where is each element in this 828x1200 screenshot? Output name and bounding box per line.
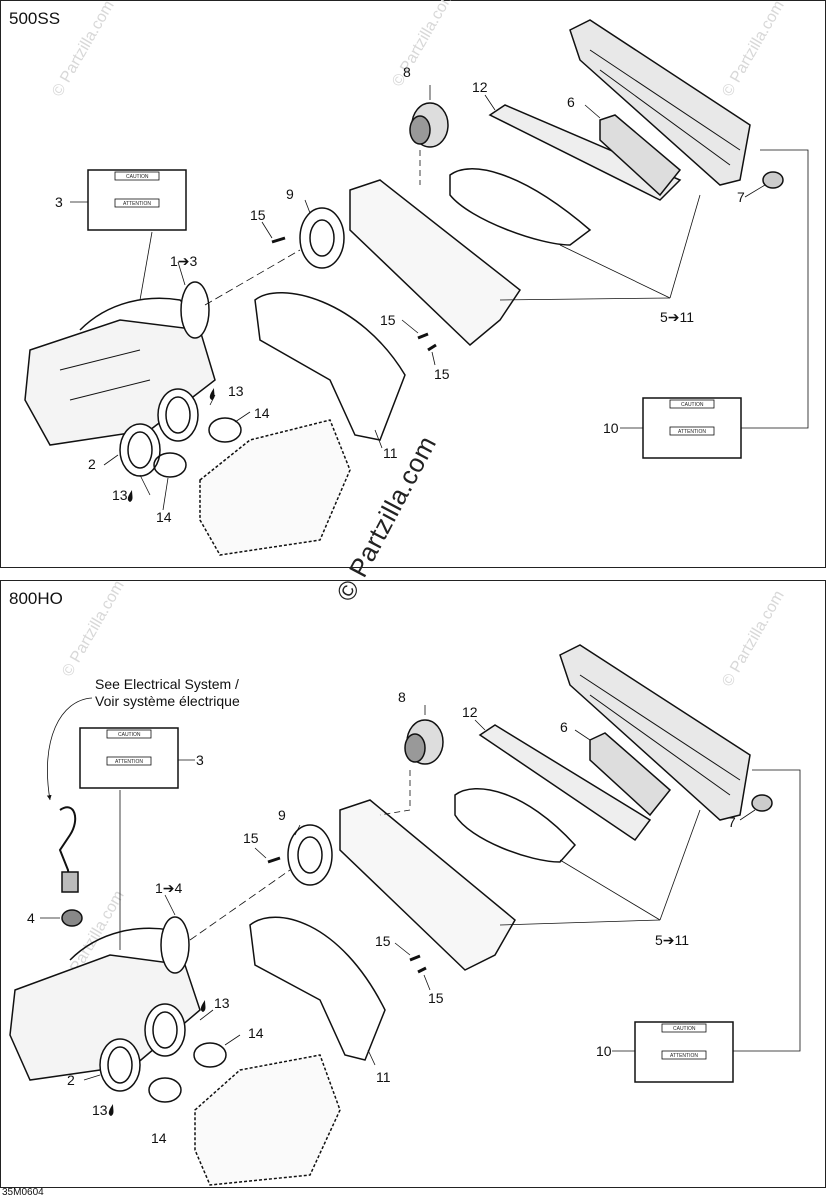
droplet-icon (200, 1000, 206, 1012)
tray (449, 168, 592, 246)
decal-attention: ATTENTION (123, 201, 151, 207)
label: 1➔3 (170, 253, 198, 269)
airbox-lid (339, 799, 516, 971)
plug-7 (751, 794, 773, 812)
label: 12 (472, 79, 488, 95)
engine (194, 1054, 341, 1186)
label: 15 (375, 933, 391, 949)
label: 10 (596, 1043, 612, 1059)
panel-800ho: 800HO (0, 580, 826, 1188)
clamp-14a (193, 1042, 227, 1068)
sensor-4 (61, 909, 83, 927)
bottom-labels: 8 12 6 3 9 15 7 1➔4 4 15 15 5➔11 13 14 1… (27, 689, 736, 1146)
panel-500ss: 500SS (0, 0, 826, 568)
decal-attention: ATTENTION (678, 429, 706, 435)
decal-attention: ATTENTION (115, 759, 143, 765)
label: 15 (243, 830, 259, 846)
label: 15 (250, 207, 266, 223)
label: 15 (428, 990, 444, 1006)
plate-12 (478, 724, 652, 842)
connector (61, 871, 79, 893)
top-assembly (24, 19, 784, 556)
label: 12 (462, 704, 478, 720)
droplet-icon (209, 388, 215, 400)
plug-7 (762, 171, 784, 189)
label: 13 (214, 995, 230, 1011)
label: 13 (112, 487, 128, 503)
label: 6 (567, 94, 575, 110)
adapter-2 (119, 423, 161, 477)
top-leaders (70, 85, 809, 511)
foam-6 (589, 732, 672, 817)
panel-title: 500SS (9, 9, 61, 28)
clamp-14b (148, 1077, 182, 1103)
label: 3 (196, 752, 204, 768)
adapter-13a (157, 388, 199, 442)
engine (199, 419, 351, 556)
decal-caution: CAUTION (118, 732, 141, 738)
label: 1➔4 (155, 880, 183, 896)
tray (454, 788, 577, 863)
decal-caution: CAUTION (673, 1026, 696, 1032)
label: 14 (151, 1130, 167, 1146)
label: 10 (603, 420, 619, 436)
airbox-lid (349, 179, 522, 347)
label: 15 (434, 366, 450, 382)
decal-caution: CAUTION (681, 402, 704, 408)
electrical-note: See Electrical System / Voir système éle… (95, 676, 240, 710)
note-line: See Electrical System / (95, 676, 239, 692)
gasket-9 (287, 824, 333, 886)
gasket-9 (299, 207, 345, 269)
footer-code: 35M0604 (2, 1187, 44, 1198)
label: 8 (403, 64, 411, 80)
label: 14 (248, 1025, 264, 1041)
label: 2 (67, 1072, 75, 1088)
top-labels: 8 12 6 3 9 15 7 1➔3 15 15 5➔11 13 14 10 … (55, 64, 745, 525)
label: 14 (254, 405, 270, 421)
adapter-2 (99, 1038, 141, 1092)
droplet-icon (108, 1104, 114, 1116)
note-line: Voir système électrique (95, 693, 240, 709)
adapter-13a (144, 1003, 186, 1057)
label: 7 (728, 814, 736, 830)
label: 14 (156, 509, 172, 525)
droplet-icon (127, 490, 133, 502)
label: 2 (88, 456, 96, 472)
clamp-14b (153, 452, 187, 478)
panel-title: 800HO (9, 589, 63, 608)
label: 15 (380, 312, 396, 328)
silencer-housing (569, 19, 751, 186)
bottom-leaders (40, 697, 801, 1081)
plate-12 (488, 104, 682, 201)
filter-11 (254, 292, 406, 441)
bottom-assembly (9, 644, 773, 1186)
decal-attention: ATTENTION (670, 1053, 698, 1059)
label: 11 (376, 1069, 391, 1085)
label: 3 (55, 194, 63, 210)
clamp-14a (208, 417, 242, 443)
label: 5➔11 (660, 309, 694, 325)
wire-harness (58, 806, 77, 891)
decal-caution: CAUTION (126, 174, 149, 180)
label: 9 (278, 807, 286, 823)
label: 6 (560, 719, 568, 735)
foam-6 (599, 114, 682, 197)
label: 11 (383, 445, 398, 461)
silencer-housing (559, 644, 751, 821)
label: 4 (27, 910, 35, 926)
label: 13 (228, 383, 244, 399)
label: 5➔11 (655, 932, 689, 948)
label: 9 (286, 186, 294, 202)
label: 13 (92, 1102, 108, 1118)
filter-11 (249, 916, 386, 1061)
label: 8 (398, 689, 406, 705)
label: 7 (737, 189, 745, 205)
